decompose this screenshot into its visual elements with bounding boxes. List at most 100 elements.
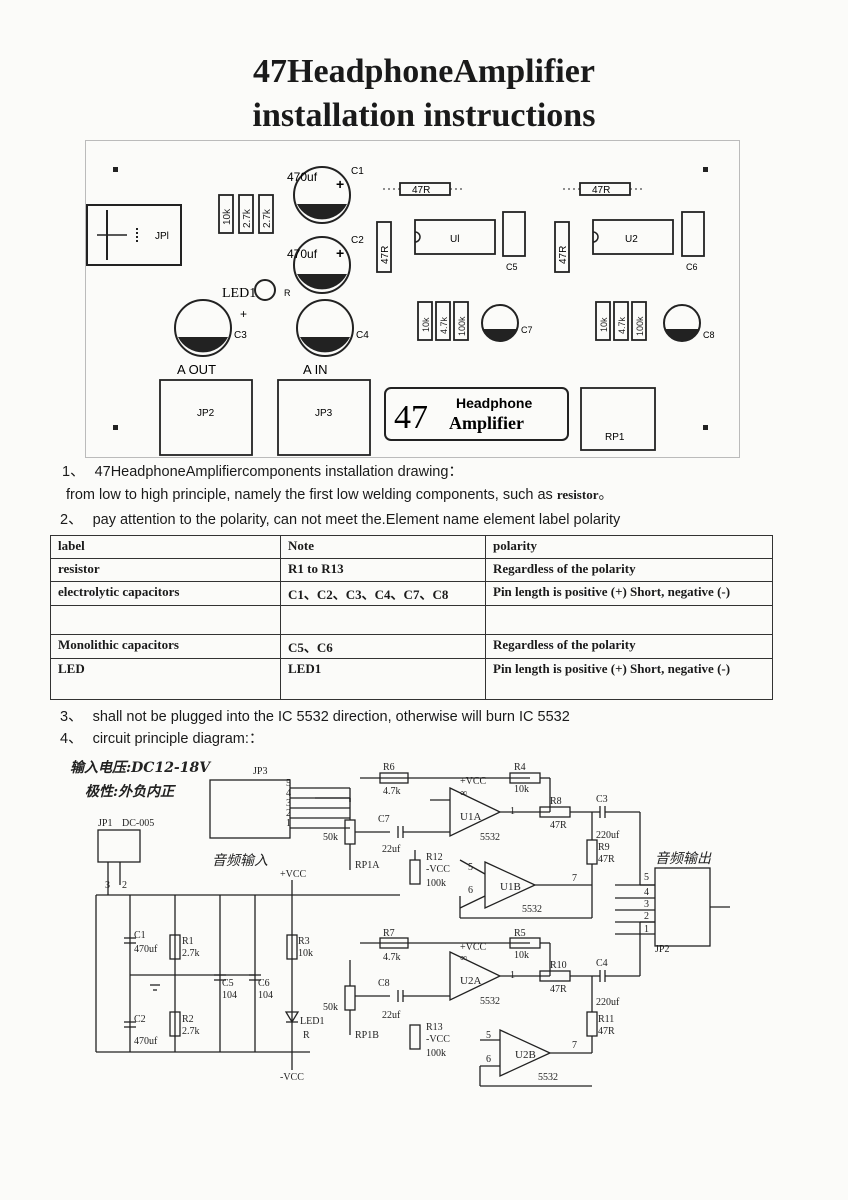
table-row: resistor R1 to R13 Regardless of the pol… [50,558,773,582]
title-line-1: 47HeadphoneAmplifier [253,53,595,90]
c1-negative-band [297,204,347,220]
step-3-number: 3、 [60,709,83,725]
pcb-c1-value: 470uf [287,170,318,184]
pcb-a-in: A IN [303,362,328,377]
pcb-rp1: RP1 [605,432,625,443]
schem-r4: R4 [514,762,526,773]
schem-audio-out: 音频输出 [655,851,712,867]
pcb-r-10k: 10k [222,208,233,225]
schem-c6-val: 104 [258,990,273,1001]
schem-r6-val: 4.7k [383,786,401,797]
pcb-logo-line1: Headphone [456,395,532,411]
pcb-c2-plus: + [336,245,344,261]
schem-input-voltage: 输入电压:DC12-18V [70,759,212,776]
schem-inf-1: ∞ [460,788,467,799]
schem-u2b: U2B [515,1049,536,1061]
schem-rp1a-val: 50k [323,832,338,843]
table-header-cell: polarity [485,535,773,559]
pcb-jp3-footprint [277,379,371,456]
schem-jp2-pin2: 2 [644,911,649,922]
table-row: electrolytic capacitors C1、C2、C3、C4、C7、C… [50,581,773,606]
schem-jp2: JP2 [655,944,669,955]
schem-c1: C1 [134,930,146,941]
schem-r12-vcc: -VCC [426,864,450,875]
step-1-number: 1、 [62,464,85,480]
title-line-2: installation instructions [252,97,596,134]
components-table: label Note polarity resistor R1 to R13 R… [50,535,773,700]
pcb-u2-label: U2 [625,234,638,245]
schem-c5-val: 104 [222,990,237,1001]
schem-jp2-pin5: 5 [644,872,649,883]
step-4-number: 4、 [60,731,83,747]
pcb-c1-label: C1 [351,166,364,177]
schem-u1a: U1A [460,811,481,823]
pcb-c2-label: C2 [351,235,364,246]
schem-c1-val: 470uf [134,944,158,955]
pcb-r-27k-b: 2.7k [262,208,273,228]
schem-u1b-out-pin: 7 [572,873,577,884]
step-2-number: 2、 [60,512,83,528]
schem-c2-val: 470uf [134,1036,158,1047]
table-cell: Pin length is positive (+) Short, negati… [485,658,773,700]
pcb-c2 [293,236,351,294]
pcb-c7-label: C7 [521,325,533,335]
c2-negative-band [297,274,347,290]
schem-c7: C7 [378,814,390,825]
schem-u1b-pin5: 5 [468,862,473,873]
schem-r1-val: 2.7k [182,948,200,959]
pcb-rp1-footprint [580,387,656,451]
table-row: Monolithic capacitors C5、C6 Regardless o… [50,634,773,659]
step-1-detail-end: 。 [598,487,613,503]
step-1-detail-bold: resistor [556,487,599,502]
pcb-r-47r-v1: 47R [380,246,391,264]
schem-r10-val: 47R [550,984,567,995]
schem-r13-val: 100k [426,1048,446,1059]
table-cell: LED [50,658,281,700]
schem-c4: C4 [596,958,608,969]
table-cell: C5、C6 [280,634,486,659]
mounting-holes [113,167,708,430]
schem-r7-val: 4.7k [383,952,401,963]
table-cell: electrolytic capacitors [50,581,281,606]
schem-r9-val: 47R [598,854,615,865]
table-cell: Regardless of the polarity [485,558,773,582]
schem-dc005: DC-005 [122,818,154,829]
pcb-c3 [174,299,232,357]
schem-c8: C8 [378,978,390,989]
pcb-c4-label: C4 [356,330,369,341]
pcb-u1 [414,219,496,255]
table-cell: C1、C2、C3、C4、C7、C8 [280,581,486,606]
schem-r3: R3 [298,936,310,947]
pcb-logo-number: 47 [394,399,428,436]
pcb-jp2: JP2 [197,408,215,419]
pcb-led [254,279,276,301]
schem-r2-val: 2.7k [182,1026,200,1037]
pcb-logo-line2: Amplifier [449,413,524,433]
pcb-u1-label: Ul [450,234,459,245]
pcb-r-27k-a: 2.7k [242,208,253,228]
schem-r13-vcc: -VCC [426,1034,450,1045]
schem-u1a-ic: 5532 [480,832,500,843]
table-cell: Regardless of the polarity [485,634,773,659]
pcb-jp2-footprint [159,379,253,456]
schem-r5-val: 10k [514,950,529,961]
schem-c2: C2 [134,1014,146,1025]
step-1-detail-text: from low to high principle, namely the f… [66,487,553,503]
schem-c7-val: 22uf [382,844,401,855]
pcb-logo-box [384,387,569,441]
step-4: 4、circuit principle diagram:： [60,727,263,748]
schem-jp3: JP3 [253,766,267,777]
schem-r7: R7 [383,928,395,939]
schem-c6: C6 [258,978,270,989]
step-2-text: pay attention to the polarity, can not m… [92,512,621,528]
table-header-cell: Note [280,535,486,559]
schem-inf-2: ∞ [460,953,467,964]
pcb-c3-plus: + [240,307,247,321]
pcb-r-10k-3: 10k [599,317,609,332]
pcb-r-100k-1: 100k [457,316,467,336]
schem-led1: LED1 [300,1016,324,1027]
schem-jp2-pin1: 1 [644,924,649,935]
schem-u1b-ic: 5532 [522,904,542,915]
schem-c8-val: 22uf [382,1010,401,1021]
schem-u2b-ic: 5532 [538,1072,558,1083]
